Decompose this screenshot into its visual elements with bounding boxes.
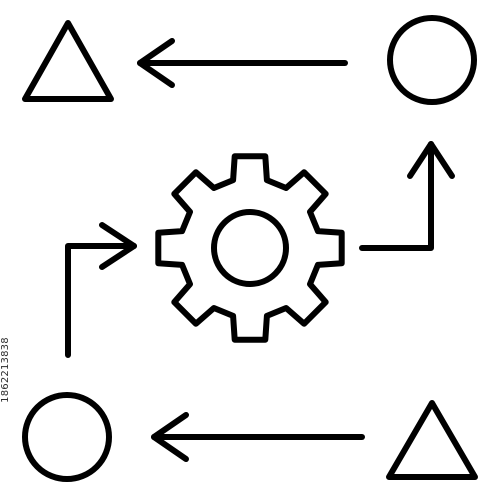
diagram-strokes [22, 15, 478, 482]
gear-hub [211, 209, 289, 287]
gear-outline [155, 153, 345, 343]
arrow-elbow-up-icon [359, 141, 455, 251]
circle-icon-top-right [387, 15, 477, 105]
stock-id-vertical: 1862213838 [0, 300, 12, 440]
arrow-left-icon-bottom [151, 412, 365, 462]
gear-icon [155, 153, 345, 343]
triangle-icon-bottom-right [386, 400, 478, 480]
stock-id-text: 1862213838 [0, 337, 11, 403]
arrow-left-icon-top [137, 38, 348, 88]
triangle-icon-top-left [22, 20, 114, 102]
circle-icon-bottom-left [22, 392, 112, 482]
arrow-elbow-right-icon [65, 222, 137, 358]
